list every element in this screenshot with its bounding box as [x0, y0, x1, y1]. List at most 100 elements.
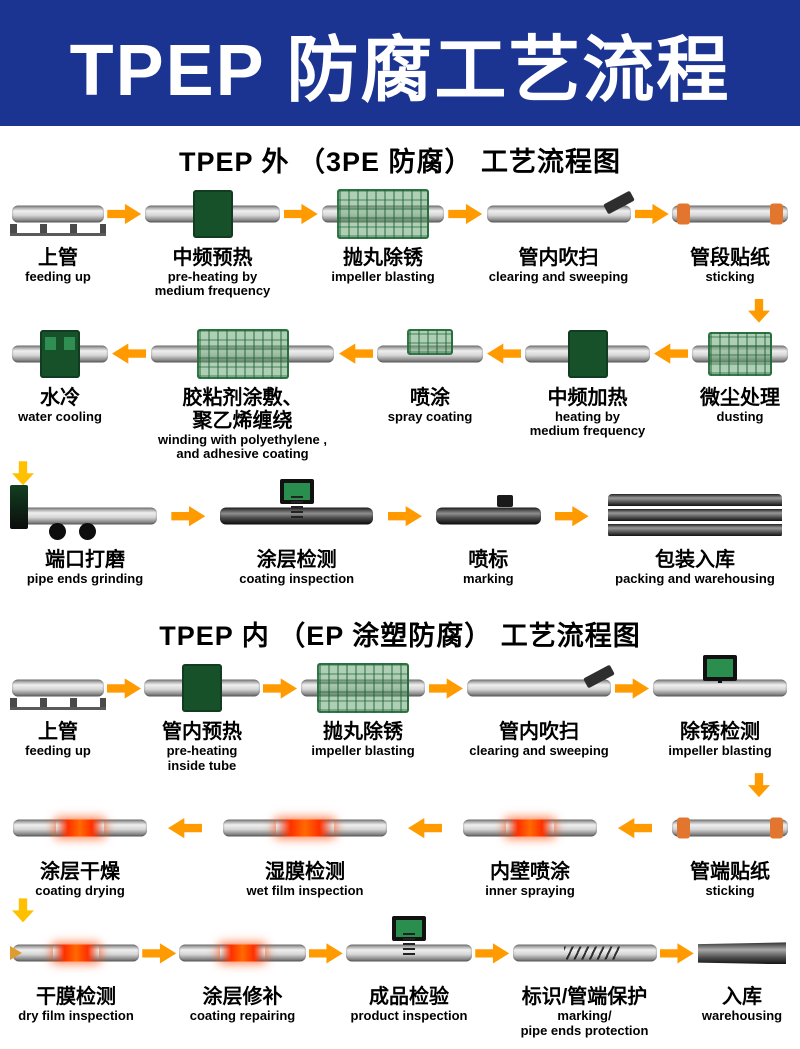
step-marking: 喷标 marking — [433, 485, 543, 586]
coating-inspection-illustration — [217, 485, 377, 547]
step-label-en: clearing and sweeping — [469, 743, 609, 759]
step-section-sticking: 管段贴纸 sticking — [670, 183, 790, 284]
marking-illustration — [433, 485, 543, 547]
step-label-zh: 内壁喷涂 — [490, 861, 570, 884]
step-label-zh: 中频预热 — [172, 247, 253, 269]
cooling-chamber-icon — [40, 329, 80, 378]
step-feeding-up: 上管 feeding up — [10, 657, 106, 758]
flow-connector — [0, 773, 800, 798]
step-label-en: pre-heating inside tube — [166, 743, 238, 773]
blasting-illustration — [298, 657, 428, 719]
step-label-zh: 管段贴纸 — [690, 247, 770, 269]
step-label-en: impeller blasting — [331, 269, 435, 284]
arrow-left-icon — [408, 817, 442, 839]
arrow-down-icon — [748, 298, 770, 323]
step-label-zh: 入库 — [722, 986, 762, 1009]
step-pipe-ends-grinding: 端口打磨 pipe ends grinding — [10, 485, 160, 586]
heating-illustration — [523, 323, 653, 385]
arrow-right-icon — [142, 943, 177, 964]
arrow-down-icon — [12, 898, 34, 923]
step-label-zh: 管内吹扫 — [499, 721, 579, 744]
step-label-zh: 上管 — [38, 247, 78, 269]
wet-film-illustration — [220, 797, 390, 859]
pipe-icon — [672, 819, 788, 837]
arrow-left-icon — [654, 343, 688, 365]
step-label-zh: 抛丸除锈 — [343, 247, 423, 269]
warehousing-illustration — [694, 922, 790, 984]
step-label-en: product inspection — [350, 1008, 468, 1024]
arrow-right-icon — [308, 943, 343, 964]
blasting-chamber-icon — [337, 189, 429, 239]
coating-drying-illustration — [10, 797, 150, 859]
step-label-zh: 包装入库 — [654, 549, 735, 572]
step-label-en: dry film inspection — [18, 1008, 134, 1024]
winding-illustration — [148, 323, 338, 385]
dusting-chamber-icon — [708, 331, 772, 376]
packing-illustration — [600, 485, 790, 547]
step-packing-warehousing: 包装入库 packing and warehousing — [600, 485, 790, 586]
sprayer-icon — [407, 328, 453, 355]
hot-pipe-icon — [179, 944, 306, 962]
grinding-illustration — [10, 485, 160, 547]
blasting-chamber-icon — [317, 663, 409, 714]
step-label-zh: 湿膜检测 — [265, 861, 345, 884]
dry-film-illustration — [10, 922, 142, 984]
step-pipe-sweeping: 管内吹扫 clearing and sweeping — [464, 657, 614, 758]
step-winding-adhesive-coating: 胶粘剂涂敷、 聚乙烯缠绕 winding with polyethylene ,… — [148, 323, 338, 462]
heating-chamber-icon — [567, 329, 608, 378]
step-label-zh: 抛丸除锈 — [323, 721, 403, 744]
flow-connector — [0, 898, 800, 923]
section-tpep-outer: TPEP 外 （3PE 防腐） 工艺流程图 上管 feeding up 中频预热… — [0, 140, 800, 586]
product-inspection-illustration — [343, 922, 475, 984]
step-label-en: warehousing — [701, 1008, 783, 1024]
sweeping-illustration — [484, 183, 634, 245]
pipe-icon — [486, 205, 631, 223]
hot-pipe-icon — [12, 819, 148, 837]
inner-spraying-illustration — [460, 797, 600, 859]
blasting-illustration — [319, 183, 447, 245]
step-feeding-up: 上管 feeding up — [10, 183, 106, 284]
step-label-zh: 涂层检测 — [256, 549, 337, 572]
step-label-zh: 胶粘剂涂敷、 聚乙烯缠绕 — [182, 386, 303, 432]
arrow-right-icon — [659, 943, 694, 964]
pipe-on-rail-illustration — [10, 657, 106, 719]
step-rust-removal-inspection: 除锈检测 impeller blasting — [650, 657, 790, 758]
arrow-right-icon — [634, 203, 669, 225]
section1-title: TPEP 外 （3PE 防腐） 工艺流程图 — [178, 147, 622, 177]
heating-chamber-icon — [182, 664, 222, 713]
step-label-en: pipe ends grinding — [26, 571, 144, 587]
step-label-en: feeding up — [25, 743, 91, 759]
step-label-en: heating by medium frequency — [529, 408, 646, 438]
pipe-icon — [467, 679, 611, 697]
step-label-zh: 干膜检测 — [36, 986, 116, 1009]
step-label-zh: 上管 — [38, 721, 78, 744]
pipe-icon — [11, 205, 105, 223]
step-label-zh: 端口打磨 — [45, 549, 125, 572]
step-end-sticking: 管端贴纸 sticking — [670, 797, 790, 898]
step-label-zh: 涂层修补 — [202, 986, 283, 1009]
pipe-icon — [697, 942, 787, 965]
step-inside-preheating: 管内预热 pre-heating inside tube — [142, 657, 262, 773]
step-impeller-blasting: 抛丸除锈 impeller blasting — [298, 657, 428, 758]
pipe-icon — [672, 205, 788, 223]
arrow-right-icon — [448, 203, 483, 225]
arrow-right-icon — [615, 678, 649, 699]
step-spray-coating: 喷涂 spray coating — [375, 323, 485, 424]
flow-row-3: 干膜检测 dry film inspection 涂层修补 coating re… — [0, 922, 800, 1038]
flow-row-1: 上管 feeding up 中频预热 pre-heating by medium… — [0, 183, 800, 299]
repairing-illustration — [177, 922, 309, 984]
flow-row-1: 上管 feeding up 管内预热 pre-heating inside tu… — [0, 657, 800, 773]
step-label-en: winding with polyethylene , and adhesive… — [157, 431, 327, 461]
step-medium-freq-preheating: 中频预热 pre-heating by medium frequency — [143, 183, 283, 299]
step-coating-inspection: 涂层检测 coating inspection — [217, 485, 377, 586]
pipe-icon — [13, 507, 157, 525]
arrow-left-icon — [618, 817, 652, 839]
marking-protection-illustration — [510, 922, 660, 984]
step-label-zh: 水冷 — [40, 386, 80, 409]
sticking-illustration — [670, 797, 790, 859]
step-label-en: inner spraying — [485, 883, 575, 899]
arrow-right-icon — [263, 678, 297, 699]
step-label-en: feeding up — [25, 269, 91, 284]
arrow-right-icon — [387, 506, 422, 527]
step-label-zh: 管内预热 — [162, 721, 242, 744]
